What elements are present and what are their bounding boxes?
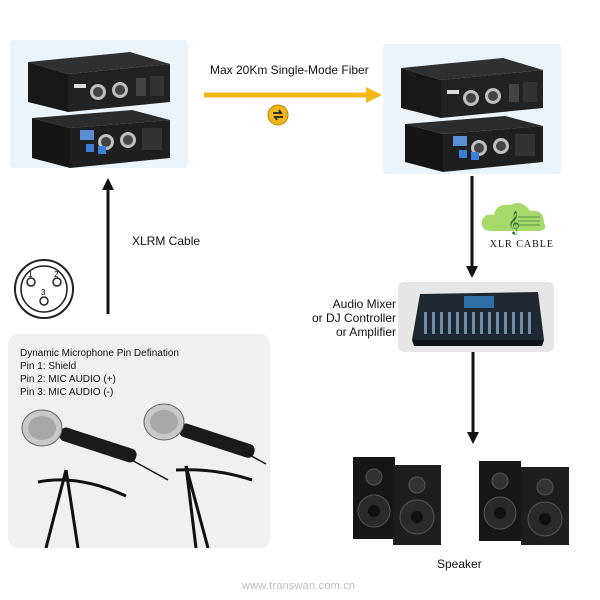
mic-pin-1: Pin 1: Shield [20,361,77,372]
speaker-label: Speaker [437,557,482,571]
xlr-connector-diagram: 1 2 3 [14,259,74,319]
right-converter-panel [383,44,561,174]
microphone-2 [143,403,267,548]
watermark: www.transwan.com.cn [242,580,356,592]
music-cloud-icon: 𝄞 [481,203,546,235]
mic-pin-3: Pin 3: MIC AUDIO (-) [20,387,114,398]
xlrm-label: XLRM Cable [132,234,201,248]
pin-label-2: 2 [54,270,59,279]
mic-pin-2: Pin 2: MIC AUDIO (+) [20,374,116,385]
mixer-panel [398,282,554,352]
mixer-console [412,292,544,346]
microphone-1 [21,409,169,548]
fiber-label: Max 20Km Single-Mode Fiber [210,63,369,77]
svg-text:𝄞: 𝄞 [508,210,520,235]
pin-label-1: 1 [28,270,33,279]
left-converter-panel [10,40,188,168]
swap-icon [267,104,289,126]
pin-label-3: 3 [41,288,46,297]
mic-info-title: Dynamic Microphone Pin Defination [20,348,179,359]
fiber-converter-right [401,58,543,172]
microphone-panel: Dynamic Microphone Pin Defination Pin 1:… [8,334,270,548]
arrow-to-mixer [466,176,478,278]
fiber-converter-left [28,52,170,168]
mixer-label-line-3: or Amplifier [335,325,396,339]
mixer-label: Audio Mixer or DJ Controller or Amplifie… [300,297,396,339]
xlrm-arrow [102,178,114,314]
speaker-box-4 [521,467,569,545]
xlr-cable-badge: 𝄞 XLR CABLE [478,197,556,255]
mixer-label-line-1: Audio Mixer [332,297,396,311]
speakers [353,457,569,545]
fiber-arrow [204,87,382,103]
arrow-to-speakers [467,352,479,444]
mixer-label-line-2: or DJ Controller [311,311,396,325]
microphones [21,403,267,548]
speaker-box-1 [353,457,395,539]
xlr-cable-label: XLR CABLE [489,239,554,250]
speaker-box-2 [393,465,441,545]
speaker-box-3 [479,461,521,541]
